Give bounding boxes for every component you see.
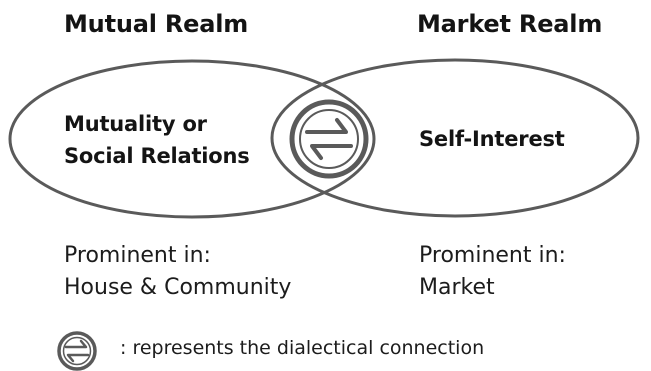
- mutual-prominence-line-1: Prominent in:: [64, 243, 211, 268]
- mutuality-label-line-1: Mutuality or: [64, 112, 207, 136]
- market-prominence-line-2: Market: [419, 275, 495, 300]
- mutual-realm-ellipse: [8, 59, 376, 219]
- mutual-prominence-line-2: House & Community: [64, 275, 292, 300]
- mutual-realm-title: Mutual Realm: [64, 10, 249, 38]
- mutuality-label: Mutuality or Social Relations: [64, 108, 250, 172]
- legend-dialectical-arrows-icon: [57, 331, 97, 371]
- market-prominence-note: Prominent in: Market: [419, 240, 566, 304]
- mutual-prominence-note: Prominent in: House & Community: [64, 240, 291, 304]
- dialectical-arrows-icon: [289, 99, 369, 179]
- market-realm-title: Market Realm: [417, 10, 603, 38]
- self-interest-label: Self-Interest: [419, 127, 565, 151]
- market-realm-ellipse: [270, 58, 640, 218]
- legend-text: : represents the dialectical connection: [120, 337, 485, 359]
- mutuality-label-line-2: Social Relations: [64, 144, 250, 168]
- market-prominence-line-1: Prominent in:: [419, 243, 566, 268]
